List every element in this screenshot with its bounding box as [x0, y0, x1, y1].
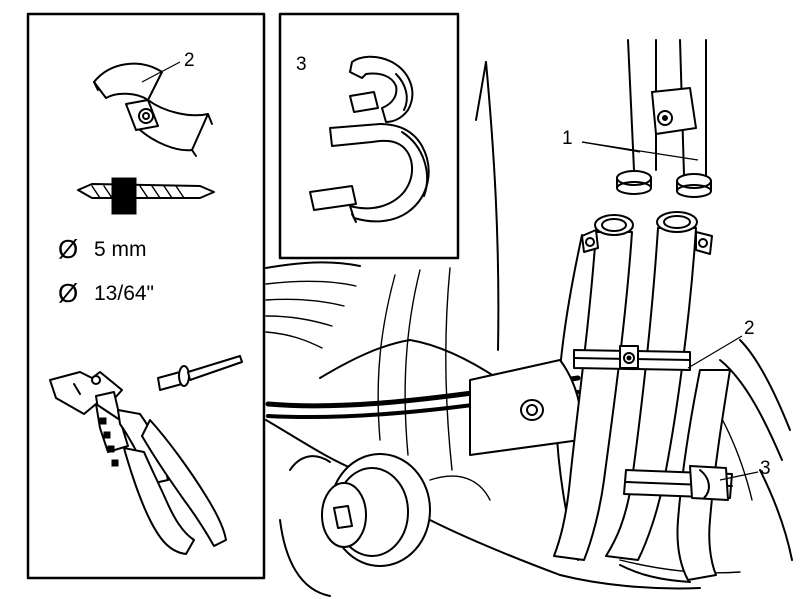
retaining-clip-icon [309, 55, 430, 223]
label-clamp-kit: 2 [184, 50, 195, 71]
engine-hub [279, 453, 491, 597]
callout-installed-clamp: 2 [687, 318, 755, 369]
vehicle-scene [265, 39, 793, 597]
diameter-symbol-icon: Ø [58, 234, 78, 264]
drill-size-metric: Ø 5 mm [58, 234, 147, 264]
exhaust-pipes [553, 211, 731, 583]
mounting-bracket [469, 359, 583, 456]
tools-inset-panel: 2 Ø 5 mm Ø 13/64" [26, 12, 266, 580]
drill-size-metric-value: 5 mm [94, 238, 147, 261]
diameter-symbol-icon: Ø [58, 278, 78, 308]
leader-line-clamp [141, 61, 181, 83]
clip-inset-panel: 3 [278, 12, 460, 260]
label-clip-detail: 3 [296, 54, 307, 75]
installed-saddle-clamp [573, 345, 691, 371]
saddle-clamp-icon [93, 62, 213, 157]
drill-bit-icon [77, 177, 215, 215]
label-clamp-installed: 2 [744, 318, 755, 339]
rivet-icon [157, 355, 243, 391]
installed-retaining-clip [623, 465, 733, 501]
callout-pipe-ends: 1 [562, 128, 699, 161]
drill-size-imperial-value: 13/64" [94, 282, 154, 305]
callout-installed-clip: 3 [719, 458, 771, 481]
rivet-gun-icon [49, 371, 227, 555]
drill-size-imperial: Ø 13/64" [58, 278, 154, 308]
label-pipe-ends: 1 [562, 128, 573, 149]
upper-pipe-stubs [616, 39, 712, 198]
label-clip-installed: 3 [760, 458, 771, 479]
